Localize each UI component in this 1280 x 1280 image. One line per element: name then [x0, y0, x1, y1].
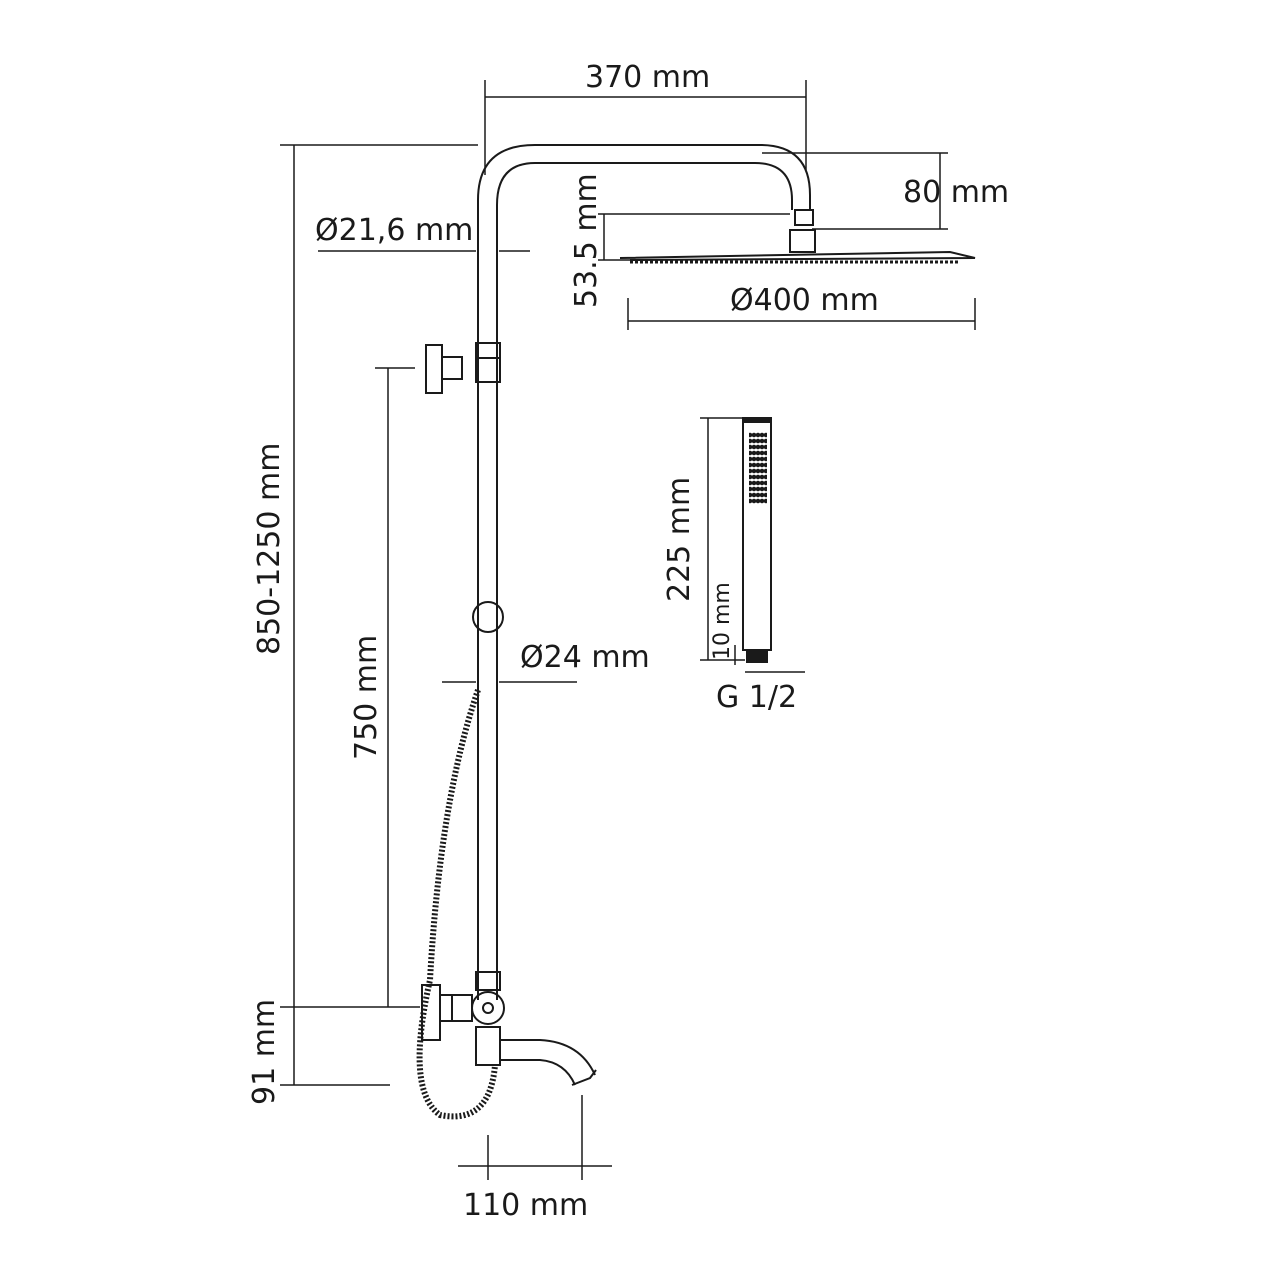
dim-head-diameter: Ø400 mm — [730, 283, 879, 318]
dim-spout-length: 110 mm — [463, 1188, 589, 1223]
hand-shower — [742, 417, 772, 663]
dim-arm-length: 370 mm — [585, 60, 711, 95]
mixer-valve — [421, 971, 597, 1086]
shower-head — [619, 209, 976, 264]
dim-pipe-diameter: Ø21,6 mm — [315, 213, 474, 248]
dimension-lines — [280, 80, 976, 1180]
slider-holder — [425, 342, 501, 394]
dim-lower-pipe-diameter: Ø24 mm — [520, 640, 650, 675]
dim-total-height: 850-1250 mm — [252, 442, 287, 655]
dim-slider-range: 750 mm — [349, 634, 384, 760]
dim-thread-size: G 1/2 — [716, 680, 798, 715]
dim-arm-height: 80 mm — [903, 175, 1010, 210]
riser-pipe — [477, 144, 811, 1000]
dim-hand-shower-length: 225 mm — [662, 476, 697, 602]
dim-head-height: 53.5 mm — [569, 173, 604, 308]
riser-knob — [472, 601, 504, 633]
shower-hose — [416, 689, 498, 1120]
dim-thread-length: 10 mm — [710, 582, 735, 660]
dim-mixer-height: 91 mm — [247, 998, 282, 1105]
